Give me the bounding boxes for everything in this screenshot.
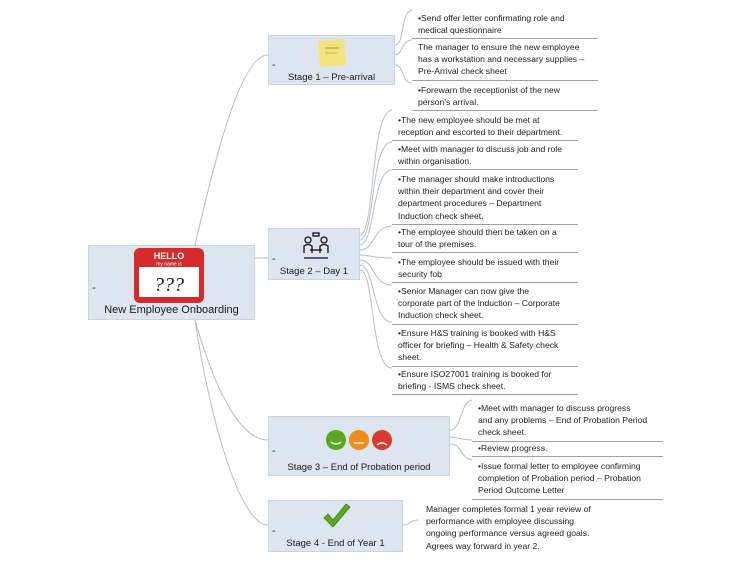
stage-2-item-4[interactable]: •The employee should then be taken on a … — [392, 226, 578, 254]
stage-1-label: Stage 1 – Pre-arrival — [287, 72, 376, 83]
stage-2-item-8[interactable]: •Ensure ISO27001 training is booked for … — [392, 368, 578, 396]
stage-3-label: Stage 3 – End of Probation period — [287, 462, 431, 473]
badge-subtext: my name is — [156, 262, 182, 268]
meeting-people-icon — [301, 231, 331, 261]
stage-4-label: Stage 4 - End of Year 1 — [286, 538, 385, 549]
stage-1-node[interactable]: - Stage 1 – Pre-arrival — [268, 35, 395, 85]
stage-3-item-3[interactable]: •Issue formal letter to employee confirm… — [472, 460, 663, 500]
stage-2-item-1[interactable]: •The new employee should be met at recep… — [392, 114, 578, 142]
stage-2-label: Stage 2 – Day 1 — [279, 266, 349, 277]
stage-2-item-2[interactable]: •Meet with manager to discuss job and ro… — [392, 143, 578, 171]
stage-2-item-6[interactable]: •Senior Manager can now give the corpora… — [392, 285, 578, 325]
stage-1-item-3[interactable]: •Forewarn the receptionist of the new pe… — [412, 84, 598, 112]
stage-3-item-2[interactable]: •Review progress. — [472, 442, 663, 458]
stage-2-item-5[interactable]: •The employee should be issued with thei… — [392, 256, 578, 284]
stage-1-item-1[interactable]: •Send offer letter confirmating role and… — [412, 12, 598, 40]
stage-3-item-1[interactable]: •Meet with manager to discuss progress a… — [472, 402, 663, 442]
badge-name-text: ??? — [154, 274, 184, 296]
root-node[interactable]: - HELLO my name is ??? New Employee Onbo… — [88, 245, 255, 320]
hello-name-badge-icon: HELLO my name is ??? — [134, 248, 204, 303]
stage-1-item-2[interactable]: The manager to ensure the new employee h… — [412, 41, 598, 81]
sticky-note-icon — [317, 38, 347, 68]
collapse-toggle[interactable]: - — [272, 445, 276, 457]
collapse-toggle[interactable]: - — [92, 281, 96, 294]
stage-4-node[interactable]: - Stage 4 - End of Year 1 — [268, 500, 403, 552]
stage-2-node[interactable]: - Stage 2 – Day 1 — [268, 228, 360, 280]
stage-3-node[interactable]: - Stage 3 – End of Probation period — [268, 416, 450, 476]
collapse-toggle[interactable]: - — [272, 59, 276, 71]
stage-4-item-1[interactable]: Manager completes formal 1 year review o… — [426, 504, 591, 551]
collapse-toggle[interactable]: - — [272, 525, 276, 537]
stage-2-item-7[interactable]: •Ensure H&S training is booked with H&S … — [392, 327, 578, 367]
traffic-light-faces-icon — [324, 428, 394, 452]
checkmark-icon — [321, 503, 353, 531]
badge-hello-text: HELLO — [154, 251, 185, 261]
stage-2-item-3[interactable]: •The manager should make introductions w… — [392, 173, 578, 225]
root-label: New Employee Onboarding — [104, 304, 239, 316]
collapse-toggle[interactable]: - — [272, 253, 276, 265]
